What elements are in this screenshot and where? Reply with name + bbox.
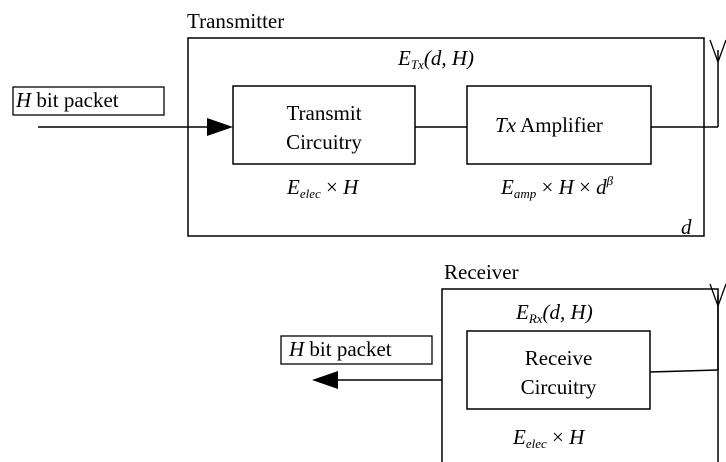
tx-energy-label: ETx(d, H) <box>398 46 474 72</box>
output-arrowhead <box>312 371 338 389</box>
receiver-box <box>441 288 719 462</box>
transmit-circuitry-box <box>232 85 416 165</box>
output-label-box <box>280 335 433 365</box>
rx-antenna-right <box>717 283 726 307</box>
receive-circuitry-box <box>466 330 651 410</box>
rx-antenna-feed <box>649 369 719 373</box>
receiver-title: Receiver <box>444 260 519 284</box>
input-label-box <box>12 86 165 116</box>
transmitter-box <box>187 37 705 237</box>
input-arrowhead <box>207 118 233 136</box>
tx-amp-energy: Eamp × H × dβ <box>501 173 614 201</box>
output-packet-label: H bit packet <box>289 337 392 361</box>
rx-energy-label: ERx(d, H) <box>516 300 593 326</box>
tx-antenna-right <box>717 39 726 63</box>
rx-circuit-energy: Eelec × H <box>513 425 585 451</box>
tx-antenna-left <box>709 39 719 63</box>
rx-antenna-left <box>709 283 719 307</box>
tx-amplifier-box <box>466 85 652 165</box>
input-packet-label: H bit packet <box>16 88 119 112</box>
receive-circuitry-label: Receive Circuitry <box>520 346 597 399</box>
transmit-circuitry-label: Transmit Circuitry <box>286 101 362 154</box>
distance-label: d <box>681 215 692 239</box>
tx-amplifier-label: Tx Amplifier <box>495 113 603 137</box>
tx-circuit-energy: Eelec × H <box>287 175 359 201</box>
transmitter-title: Transmitter <box>187 9 285 33</box>
